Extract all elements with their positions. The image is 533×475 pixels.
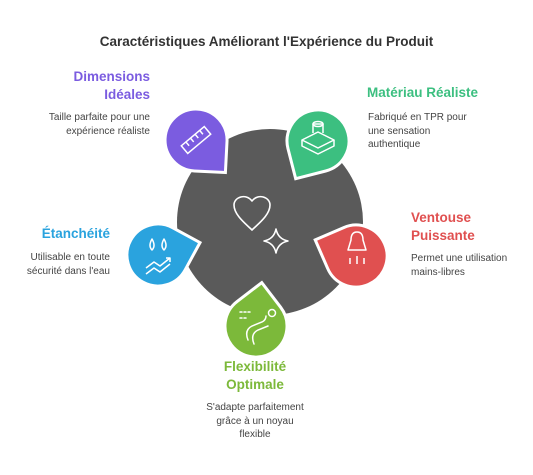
ventouse-desc-line1: Permet une utilisation [411,253,508,264]
materiau-desc: Fabriqué en TPR pour une sensation authe… [368,111,508,152]
flexibilite-label-line1: Flexibilité [223,359,287,374]
etancheite-desc: Utilisable en toute sécurité dans l'eau [10,251,110,278]
dimensions-desc-line1: Taille parfaite pour une [48,112,150,123]
materiau-label: Matériau Réaliste [367,85,479,100]
materiau-desc-line2: une sensation [368,125,431,137]
ventouse-desc-line2: mains-libres [411,266,465,278]
dimensions-desc: Taille parfaite pour une expérience réal… [30,111,150,138]
etancheite-label: Étanchéité [41,226,110,241]
pin-dimensions [163,107,229,175]
pin-dimensions-shape [163,107,229,175]
materiau-desc-line1: Fabriqué en TPR pour [368,112,467,123]
ventouse-label-line1: Ventouse [411,210,472,225]
flexibilite-desc: S'adapte parfaitement grâce à un noyau f… [190,401,320,442]
heart-icon [233,195,271,231]
ventouse-label-line2: Puissante [411,228,475,243]
flexibilite-label-line2: Optimale [226,377,284,392]
material-icon [301,120,335,155]
flexibilite-desc-line3: flexible [239,429,271,440]
ruler-icon [180,125,212,155]
pin-flexibilite-shape [223,280,289,359]
dimensions-label-line1: Dimensions [73,69,150,84]
suction-cup-icon [347,231,367,264]
materiau-desc-line3: authentique [368,139,421,150]
pin-etancheite [125,222,203,288]
pin-ventouse-shape [313,223,389,289]
flexible-arm-icon [239,308,277,345]
flexibilite-label: Flexibilité Optimale [200,358,310,394]
dimensions-desc-line2: expérience réaliste [66,125,150,137]
central-hub [177,129,363,315]
pin-materiau-shape [285,108,351,181]
flexibilite-desc-line1: S'adapte parfaitement [206,402,304,413]
diagram-title: Caractéristiques Améliorant l'Expérience… [99,34,434,49]
etancheite-desc-line2: sécurité dans l'eau [26,265,110,277]
water-drops-icon [145,238,171,275]
etancheite-desc-line1: Utilisable en toute [30,252,111,263]
pin-etancheite-shape [125,222,203,288]
sparkle-icon [263,228,289,254]
ventouse-label: Ventouse Puissante [411,209,521,245]
dimensions-label: Dimensions Idéales [40,68,150,104]
flexibilite-desc-line2: grâce à un noyau [216,415,294,427]
ventouse-desc: Permet une utilisation mains-libres [411,252,531,279]
dimensions-label-line2: Idéales [104,87,150,102]
pin-flexibilite [223,280,289,359]
pin-materiau [285,108,351,181]
pin-ventouse [313,223,389,289]
